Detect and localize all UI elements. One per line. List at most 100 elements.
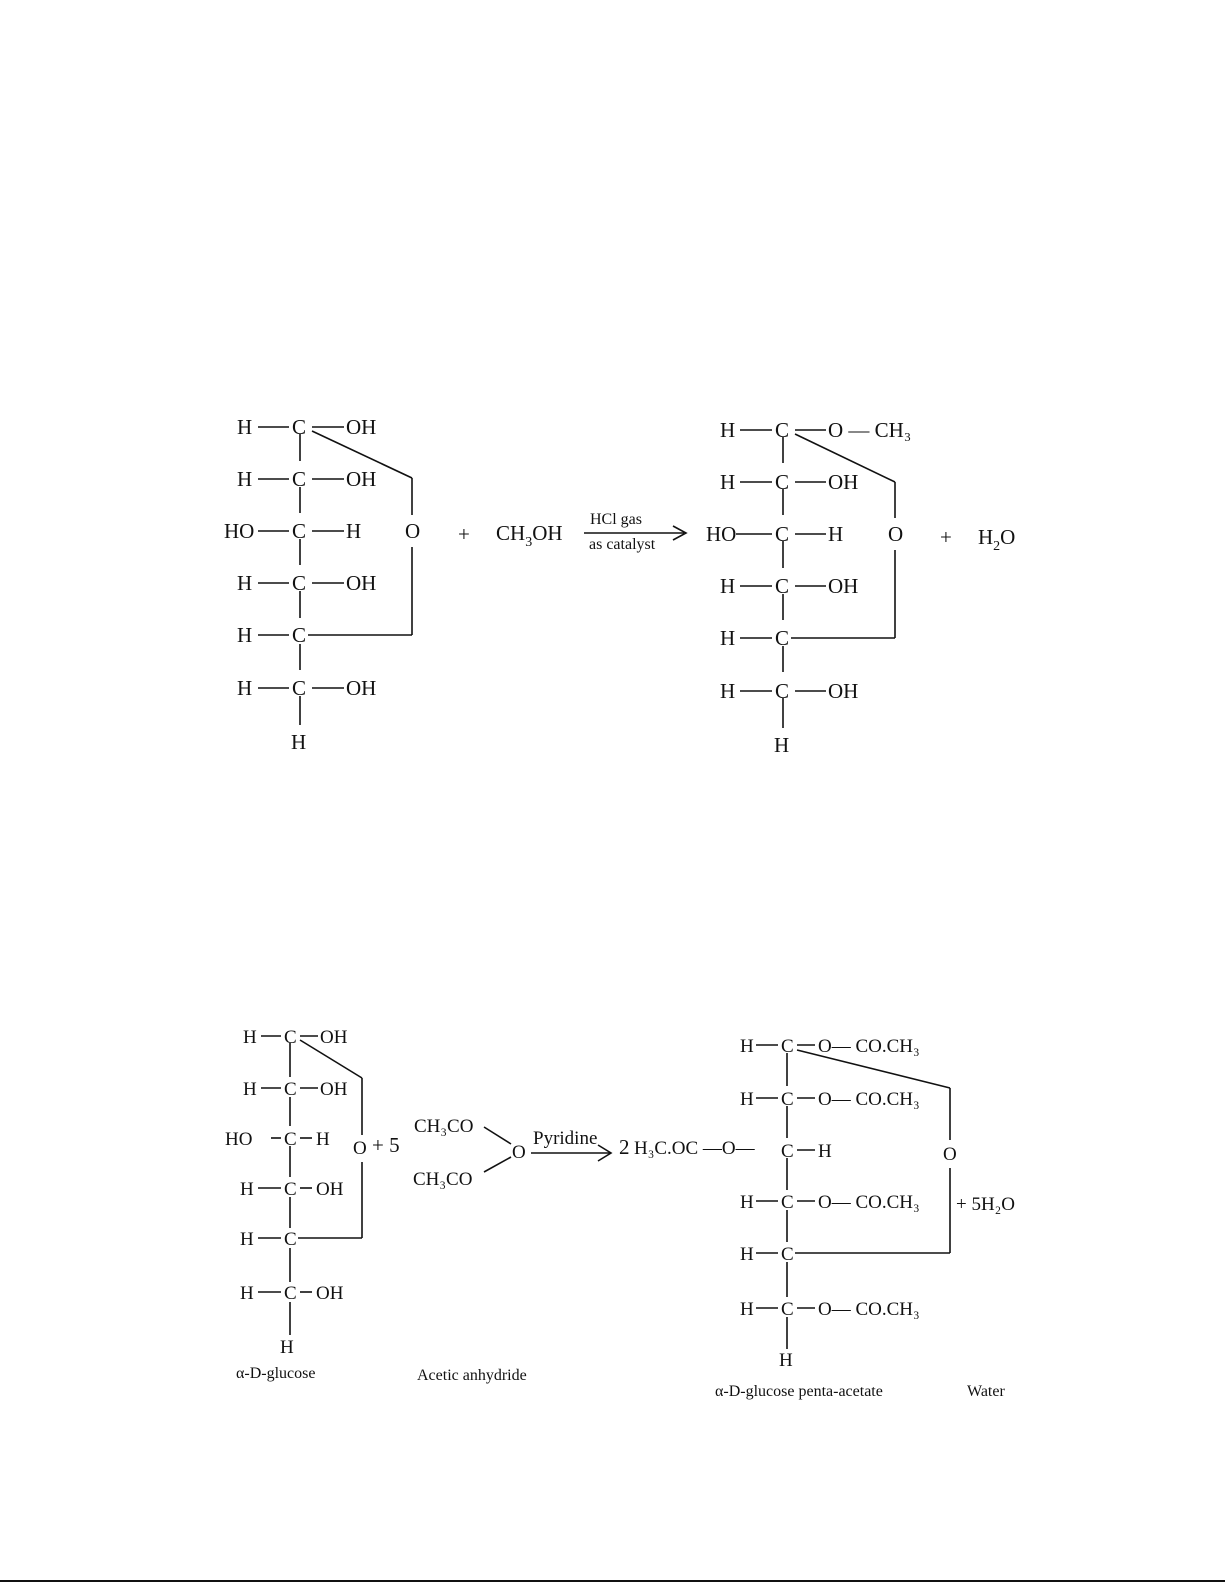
r1-product-row3-right: H bbox=[828, 522, 843, 546]
r2-reactant-row3-right: H bbox=[316, 1129, 330, 1150]
r2-reactant-row2-left: H bbox=[243, 1079, 257, 1100]
r2-product-bottom-h: H bbox=[779, 1350, 793, 1371]
r1-product-bottom-h: H bbox=[774, 733, 789, 757]
r1-reactant-row2-right: OH bbox=[346, 467, 376, 491]
r2-reactant-bottom-h: H bbox=[280, 1337, 294, 1358]
r1-reactant-row6-left: H bbox=[237, 676, 252, 700]
reaction-1: H H HO H H H C C C C C C OH OH H OH OH H… bbox=[224, 415, 1015, 757]
r1-reactant-row4-right: OH bbox=[346, 571, 376, 595]
r2-reactant-c2: C bbox=[284, 1079, 297, 1100]
label-glucose-penta-acetate: α-D-glucose penta-acetate bbox=[715, 1383, 883, 1400]
r1-reactant-c3: C bbox=[292, 519, 306, 543]
r1-reactant-c5: C bbox=[292, 623, 306, 647]
r1-product-row6-right: OH bbox=[828, 679, 858, 703]
r2-product-row1-left: H bbox=[740, 1036, 754, 1057]
r2-product-c1: C bbox=[781, 1036, 794, 1057]
label-acetic-anhydride: Acetic anhydride bbox=[417, 1367, 527, 1384]
r2-product-row5-left: H bbox=[740, 1244, 754, 1265]
r1-product-row5-left: H bbox=[720, 626, 735, 650]
r1-reactant-c2: C bbox=[292, 467, 306, 491]
r1-plus-sign-2: + bbox=[940, 525, 952, 549]
r1-product-row3-left: HO bbox=[706, 522, 736, 546]
r1-reactant-row1-right: OH bbox=[346, 415, 376, 439]
r2-water-term: + 5H₂O bbox=[956, 1194, 1015, 1215]
reaction-2: H H HO H H H C C C C C C OH OH H OH OH H… bbox=[225, 1027, 1015, 1400]
r2-reactant-row1-left: H bbox=[243, 1027, 257, 1048]
r1-reactant-c4: C bbox=[292, 571, 306, 595]
r1-product-ring-oxygen: O bbox=[888, 522, 903, 546]
r1-product-row4-left: H bbox=[720, 574, 735, 598]
r2-reactant-row6-right: OH bbox=[316, 1283, 344, 1304]
r2-reaction-arrow: Pyridine bbox=[531, 1128, 613, 1162]
r1-methanol: CH3OH bbox=[496, 521, 563, 550]
r1-product-c2: C bbox=[775, 470, 789, 494]
r2-product-c5: C bbox=[781, 1244, 794, 1265]
r1-reactant-row5-left: H bbox=[237, 623, 252, 647]
r1-product-c3: C bbox=[775, 522, 789, 546]
r1-product-c4: C bbox=[775, 574, 789, 598]
r1-reaction-arrow: HCl gas as catalyst bbox=[584, 511, 688, 553]
r2-product-row4-left: H bbox=[740, 1192, 754, 1213]
r1-product-c1: C bbox=[775, 418, 789, 442]
label-alpha-d-glucose: α-D-glucose bbox=[236, 1365, 315, 1382]
r2-reactant-row2-right: OH bbox=[320, 1079, 348, 1100]
r2-reactant-c5: C bbox=[284, 1229, 297, 1250]
r1-product-structure: H H HO H H H C C C C C C O — CH₃ OH H OH… bbox=[706, 418, 911, 757]
r2-reactant-row6-left: H bbox=[240, 1283, 254, 1304]
r2-acetic-anhydride: CH₃CO CH₃CO O bbox=[413, 1116, 526, 1190]
r1-product-c5: C bbox=[775, 626, 789, 650]
r2-reactant-row4-right: OH bbox=[316, 1179, 344, 1200]
page-bottom-rule bbox=[0, 1580, 1225, 1582]
r1-product-row2-right: OH bbox=[828, 470, 858, 494]
r1-product-row2-left: H bbox=[720, 470, 735, 494]
r2-arrow-label: Pyridine bbox=[533, 1128, 597, 1149]
r2-product-row4-right: O— CO.CH₃ bbox=[818, 1192, 920, 1213]
r2-product-coefficient: 2 bbox=[619, 1135, 630, 1159]
r2-anhydride-top: CH₃CO bbox=[414, 1116, 473, 1137]
r2-product-c4: C bbox=[781, 1192, 794, 1213]
r1-product-c6: C bbox=[775, 679, 789, 703]
r2-product-row2-left: H bbox=[740, 1089, 754, 1110]
label-water: Water bbox=[967, 1383, 1005, 1400]
r1-reactant-row1-left: H bbox=[237, 415, 252, 439]
r1-reactant-bottom-h: H bbox=[291, 730, 306, 754]
r2-product-c3: C bbox=[781, 1141, 794, 1162]
r1-reactant-structure: H H HO H H H C C C C C C OH OH H OH OH H… bbox=[224, 415, 420, 754]
r1-reactant-ring-oxygen: O bbox=[405, 519, 420, 543]
r1-product-row1-right: O — CH₃ bbox=[828, 418, 911, 442]
r1-water: H2O bbox=[978, 525, 1015, 554]
r2-anhydride-oxygen: O bbox=[512, 1142, 526, 1163]
r2-reactant-row4-left: H bbox=[240, 1179, 254, 1200]
r1-reactant-c1: C bbox=[292, 415, 306, 439]
r2-product-row6-left: H bbox=[740, 1299, 754, 1320]
r2-reactant-c4: C bbox=[284, 1179, 297, 1200]
r1-product-row6-left: H bbox=[720, 679, 735, 703]
r2-reactant-structure: H H HO H H H C C C C C C OH OH H OH OH H… bbox=[225, 1027, 367, 1358]
r2-product-row6-right: O— CO.CH₃ bbox=[818, 1299, 920, 1320]
r2-reactant-ring-oxygen: O bbox=[353, 1138, 367, 1159]
r2-reactant-c6: C bbox=[284, 1283, 297, 1304]
r1-plus-sign: + bbox=[458, 522, 470, 546]
r1-arrow-label-top: HCl gas bbox=[590, 511, 642, 528]
r2-reactant-row3-left: HO bbox=[225, 1129, 252, 1150]
r2-product-structure: H H H H H C C C C C C O— CO.CH₃ O— CO.CH… bbox=[740, 1036, 957, 1371]
r1-reactant-row3-right: H bbox=[346, 519, 361, 543]
r1-reactant-c6: C bbox=[292, 676, 306, 700]
r2-product-row3-right: H bbox=[818, 1141, 832, 1162]
r1-arrow-label-bottom: as catalyst bbox=[589, 536, 656, 553]
r2-reactant-row1-right: OH bbox=[320, 1027, 348, 1048]
r2-plus-coefficient: + 5 bbox=[372, 1133, 400, 1157]
r2-reactant-row5-left: H bbox=[240, 1229, 254, 1250]
r1-product-row4-right: OH bbox=[828, 574, 858, 598]
r2-product-row2-right: O— CO.CH₃ bbox=[818, 1089, 920, 1110]
r1-reactant-row6-right: OH bbox=[346, 676, 376, 700]
r1-reactant-row3-left: HO bbox=[224, 519, 254, 543]
r2-product-c2: C bbox=[781, 1089, 794, 1110]
r1-reactant-row2-left: H bbox=[237, 467, 252, 491]
r2-reactant-c1: C bbox=[284, 1027, 297, 1048]
r1-product-row1-left: H bbox=[720, 418, 735, 442]
r2-anhydride-bottom: CH₃CO bbox=[413, 1169, 472, 1190]
r2-product-row1-right: O— CO.CH₃ bbox=[818, 1036, 920, 1057]
r1-reactant-row4-left: H bbox=[237, 571, 252, 595]
